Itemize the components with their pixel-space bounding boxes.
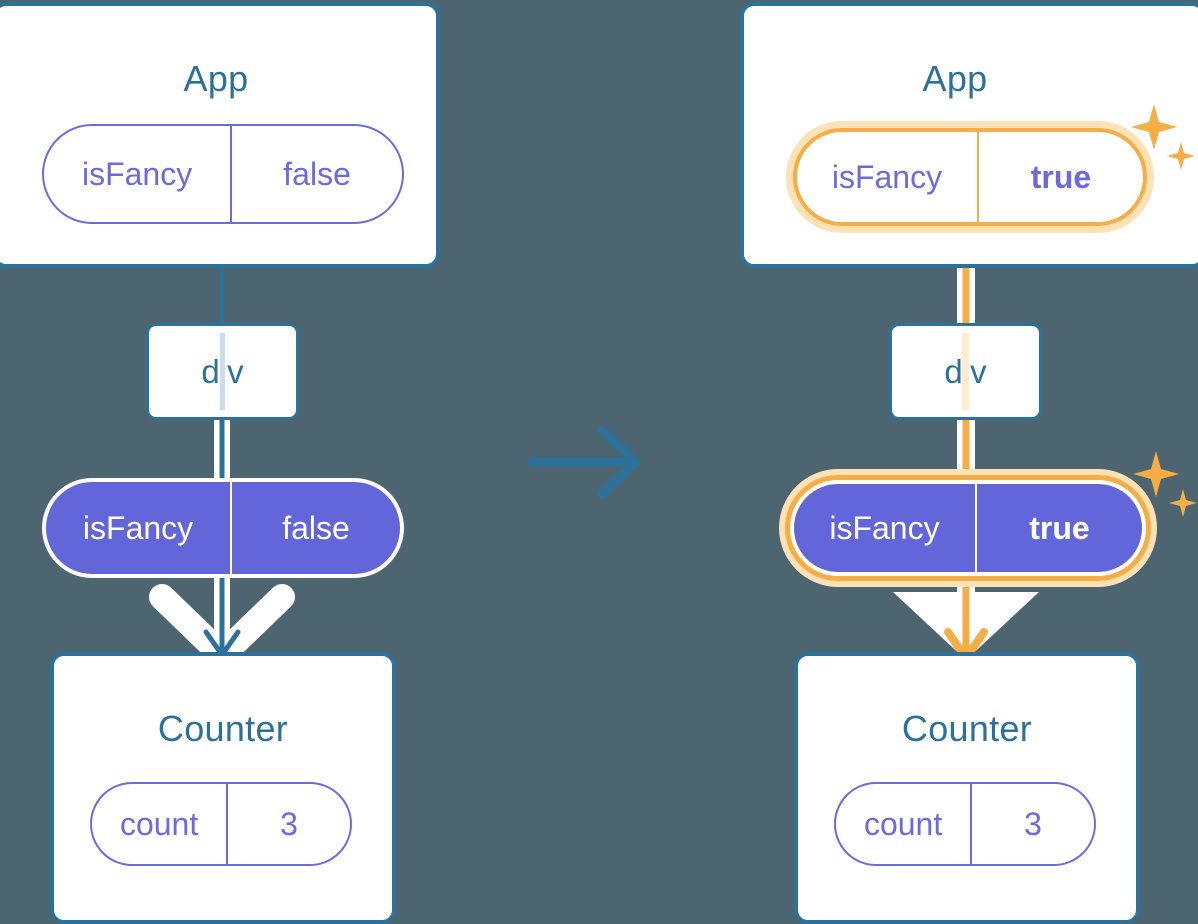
counter-state-key-after: count [863, 805, 943, 842]
counter-title-before: Counter [157, 708, 289, 749]
prop-pill-key-after: isFancy [829, 509, 940, 546]
counter-state-value-after: 3 [970, 784, 1094, 864]
prop-pill-key-before: isFancy [82, 509, 194, 546]
app-state-key-before: isFancy [81, 155, 193, 192]
app-state-pill-after[interactable]: isFancy true [793, 128, 1147, 226]
div-box-passthrough-line-after [962, 333, 969, 410]
app-title-before: App [183, 58, 249, 99]
transition-arrow-icon [528, 425, 641, 499]
prop-pill-value-after: true [974, 484, 1142, 572]
counter-state-value-before: 3 [226, 784, 350, 864]
app-state-pill-before: isFancy false [42, 124, 404, 224]
app-state-key-after: isFancy [831, 158, 943, 195]
app-title-after: App [922, 58, 988, 99]
prop-pill-value-before: false [230, 482, 400, 574]
app-state-value-after: true [976, 132, 1143, 222]
app-state-value-before: false [230, 126, 402, 222]
counter-state-pill-before: count 3 [90, 782, 352, 866]
counter-state-key-before: count [119, 805, 199, 842]
prop-pill-after[interactable]: isFancy true [790, 480, 1146, 576]
connector-pill-to-counter-right [893, 560, 1039, 662]
counter-state-pill-after: count 3 [834, 782, 1096, 866]
div-box-passthrough-line-before [220, 333, 225, 410]
prop-pill-before: isFancy false [42, 478, 404, 578]
counter-title-after: Counter [901, 708, 1033, 749]
